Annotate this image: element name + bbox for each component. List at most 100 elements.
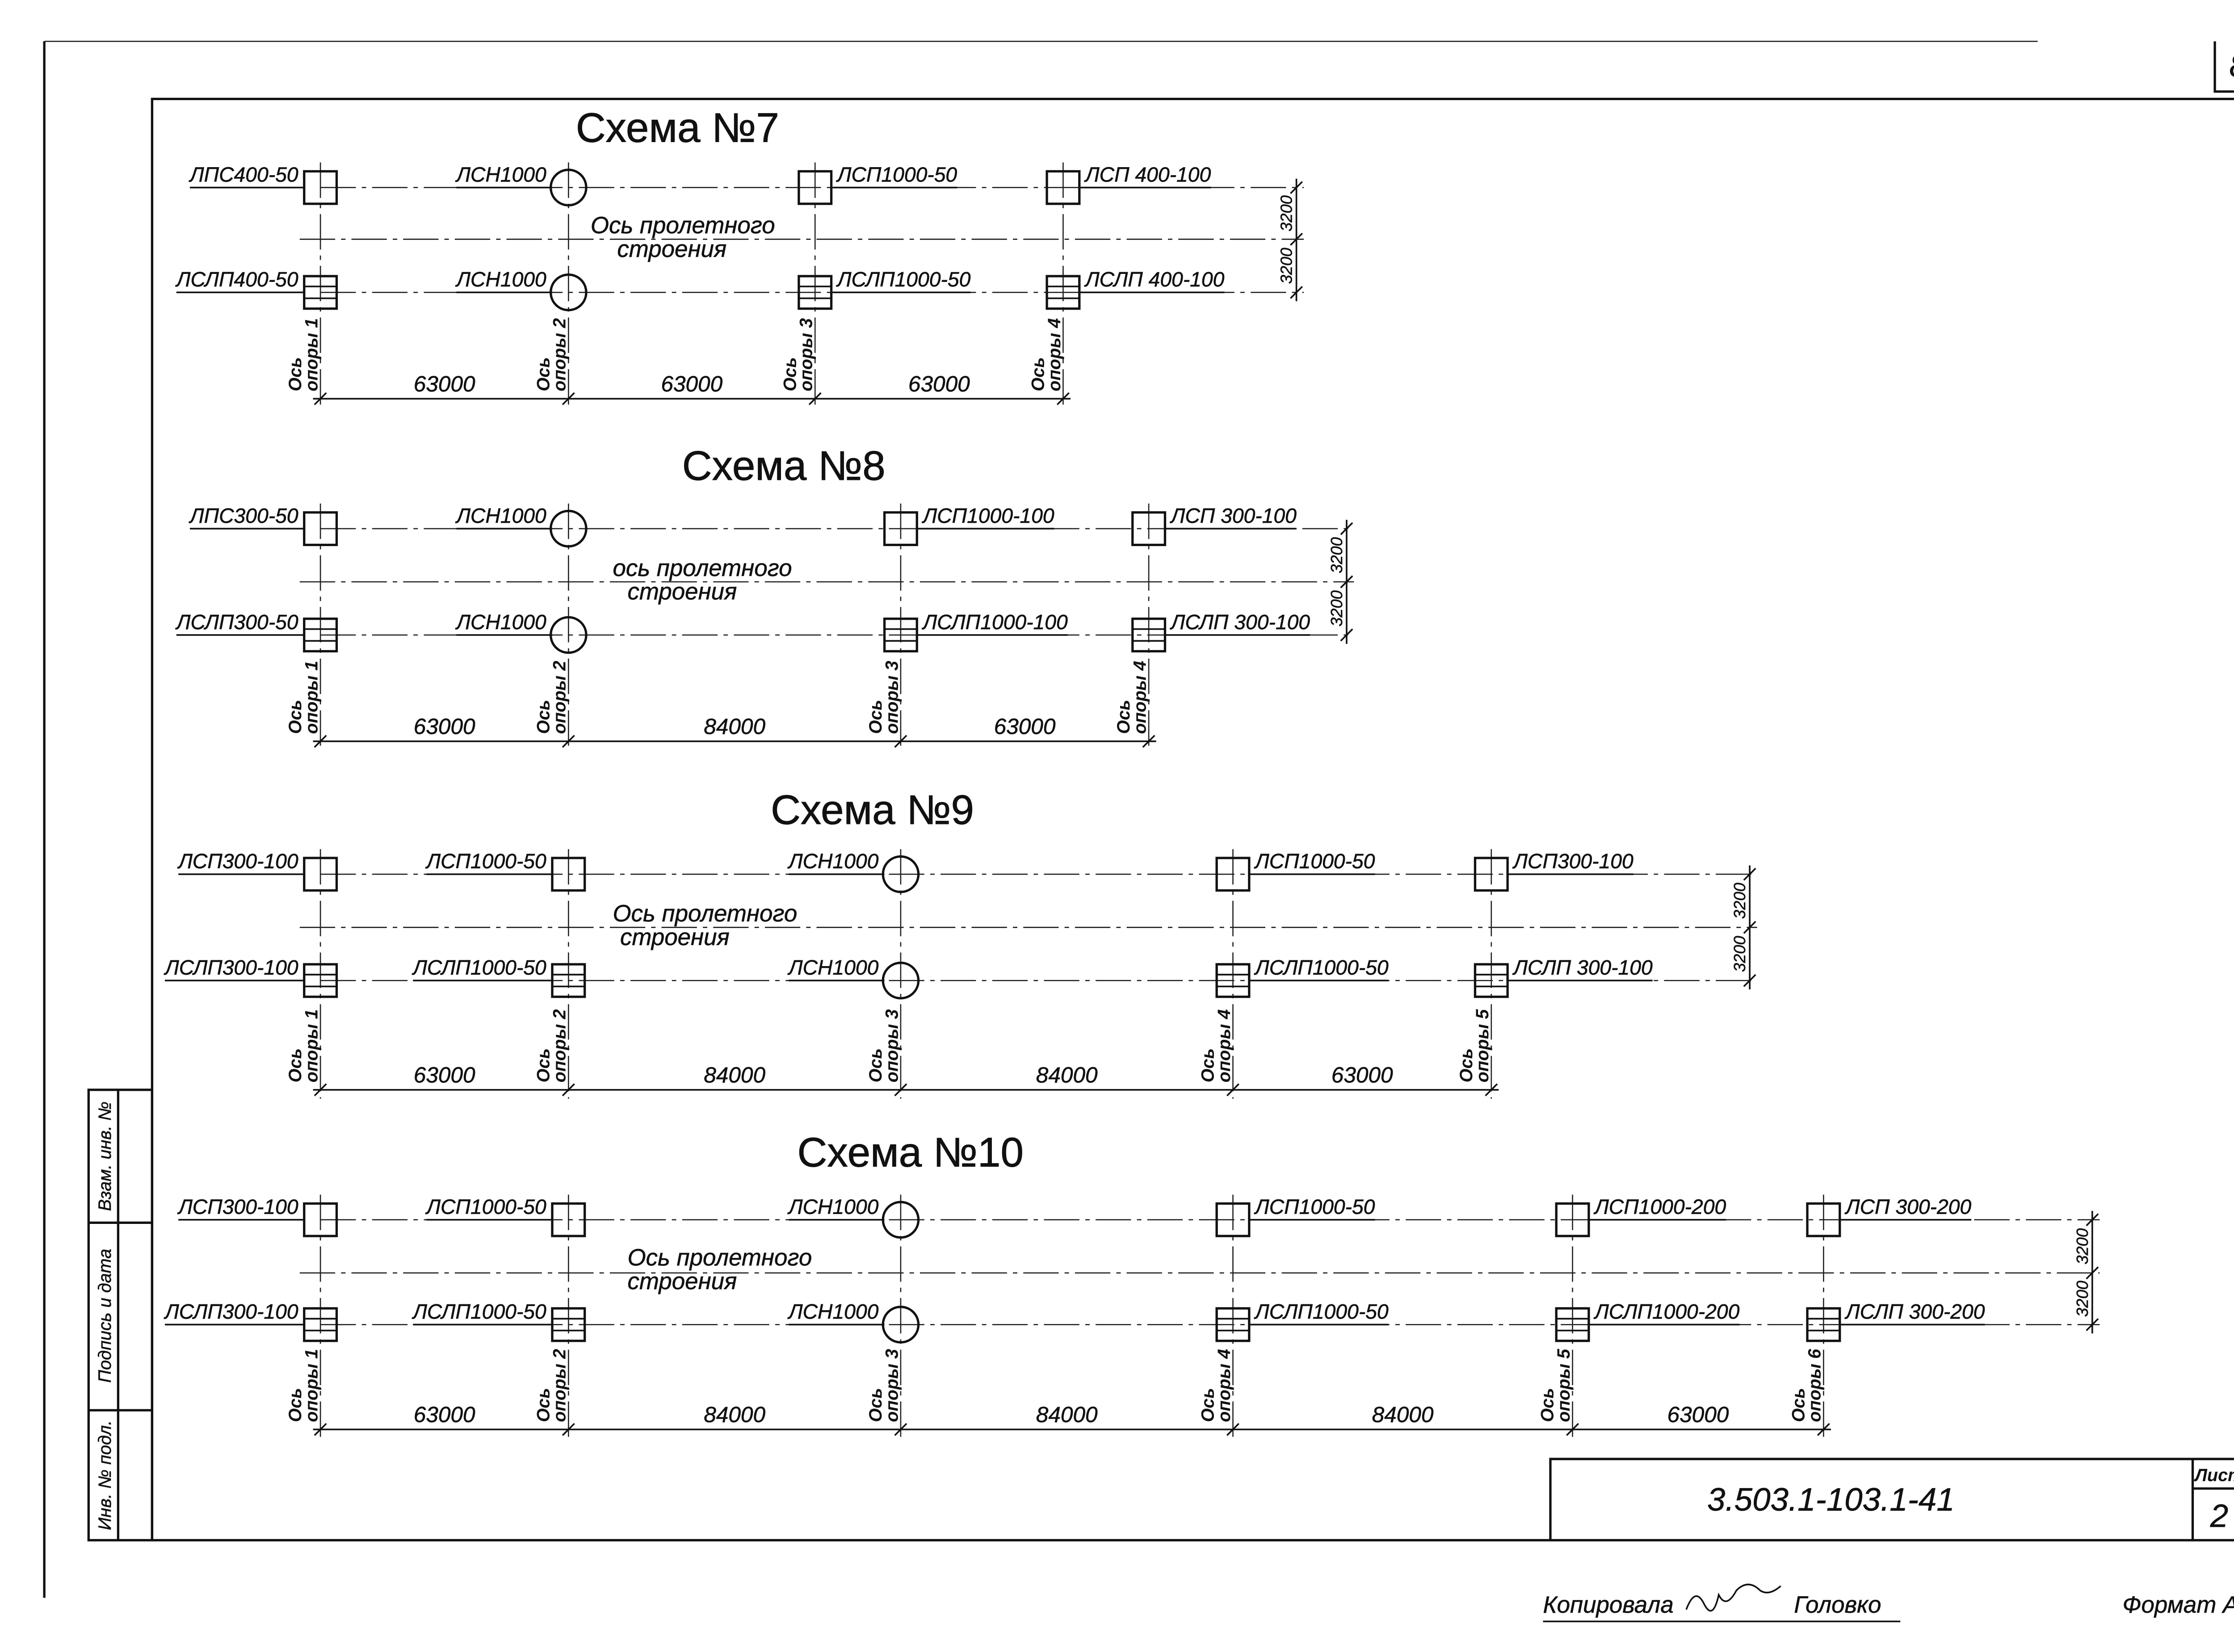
dimension-tick xyxy=(1056,392,1070,405)
span-dimension-label: 63000 xyxy=(414,1402,475,1427)
span-dimension-label: 84000 xyxy=(704,1402,765,1427)
bearing-label: ЛСН1000 xyxy=(787,956,879,979)
dimension-tick xyxy=(1743,974,1756,987)
drawing-frame xyxy=(151,97,2234,1542)
span-dimension-label: 84000 xyxy=(1372,1402,1434,1427)
span-dimension-label: 84000 xyxy=(1036,1062,1098,1087)
support-name: опоры 1 xyxy=(302,1009,322,1083)
support-name: опоры 4 xyxy=(1214,1009,1234,1083)
bearing-label: ЛСН1000 xyxy=(787,1195,879,1218)
bearing-label: ЛСЛП300-100 xyxy=(164,1300,298,1323)
span-axis-label: строения xyxy=(620,924,730,950)
bearing-label: ЛСН1000 xyxy=(455,610,546,634)
span-dimension-label: 63000 xyxy=(1331,1062,1393,1087)
dimension-tick xyxy=(1340,628,1353,642)
support-axis-word: Ось xyxy=(533,357,553,391)
dimension-tick xyxy=(562,1083,575,1097)
bearing-label: ЛСП1000-50 xyxy=(1254,849,1375,873)
support-name: опоры 3 xyxy=(882,1009,902,1083)
stamp-signature-date: Подпись и дата xyxy=(95,1249,115,1383)
scheme-title: Схема №7 xyxy=(576,104,779,151)
dimension-tick xyxy=(894,1083,907,1097)
bearing-label: ЛСЛП 300-200 xyxy=(1844,1300,1985,1323)
support-name: опоры 2 xyxy=(550,1349,570,1422)
support-axis-word: Ось xyxy=(286,1388,305,1422)
offset-dimension-label: 3200 xyxy=(1327,590,1346,626)
dimension-tick xyxy=(562,1423,575,1436)
support-axis-word: Ось xyxy=(866,1388,886,1422)
dimension-tick xyxy=(1226,1083,1239,1097)
dimension-tick xyxy=(562,735,575,748)
offset-dimension-label: 3200 xyxy=(1327,537,1346,573)
support-name: опоры 3 xyxy=(797,318,816,391)
dimension-tick xyxy=(314,735,327,748)
support-axis-word: Ось xyxy=(1789,1388,1808,1422)
offset-dimension-label: 3200 xyxy=(1277,195,1296,231)
page-number-box xyxy=(2213,41,2234,93)
bearing-label: ЛСЛП1000-100 xyxy=(921,610,1068,634)
bearing-label: ЛСН1000 xyxy=(787,1300,879,1323)
offset-dimension-label: 3200 xyxy=(2073,1228,2091,1265)
span-dimension-label: 63000 xyxy=(661,371,722,396)
support-name: опоры 1 xyxy=(302,318,322,391)
dimension-tick xyxy=(2086,1266,2099,1280)
bearing-label: ЛСН1000 xyxy=(455,268,546,291)
support-axis-word: Ось xyxy=(780,357,800,391)
dimension-tick xyxy=(1290,286,1303,299)
dimension-tick xyxy=(1485,1083,1498,1097)
scheme-title: Схема №9 xyxy=(771,786,974,833)
bearing-label: ЛСЛП1000-50 xyxy=(1254,1300,1389,1323)
dimension-tick xyxy=(808,392,822,405)
bearing-label: ЛСП 300-200 xyxy=(1844,1195,1971,1218)
support-name: опоры 1 xyxy=(302,1349,322,1422)
bearing-label: ЛПС400-50 xyxy=(189,163,298,186)
paper-format: Формат А3 xyxy=(2122,1592,2234,1618)
span-axis-label: строения xyxy=(628,1268,737,1295)
stamp-inv-original: Инв. № подл. xyxy=(95,1420,115,1530)
support-axis-word: Ось xyxy=(1457,1048,1476,1082)
approval-stamp: Инв. № подл. Подпись и дата Взам. инв. № xyxy=(87,1089,154,1542)
support-name: опоры 5 xyxy=(1473,1009,1492,1083)
bearing-label: ЛПС300-50 xyxy=(189,504,298,527)
span-dimension-label: 63000 xyxy=(1667,1402,1729,1427)
support-name: опоры 2 xyxy=(550,661,570,734)
dimension-tick xyxy=(2086,1318,2099,1331)
span-axis-label: Ось пролетного xyxy=(628,1244,812,1271)
dimension-tick xyxy=(1226,1423,1239,1436)
support-name: опоры 3 xyxy=(882,661,902,734)
bearing-label: ЛСП1000-50 xyxy=(425,1195,546,1218)
span-dimension-label: 63000 xyxy=(414,714,475,739)
support-name: опоры 4 xyxy=(1214,1349,1234,1422)
support-name: опоры 2 xyxy=(550,1009,570,1083)
bearing-label: ЛСП1000-100 xyxy=(921,504,1054,527)
dimension-tick xyxy=(314,392,327,405)
support-name: опоры 3 xyxy=(882,1349,902,1422)
offset-dimension-label: 3200 xyxy=(2073,1281,2091,1317)
dimension-tick xyxy=(562,392,575,405)
bearing-label: ЛСЛП1000-50 xyxy=(412,956,546,979)
bearing-label: ЛСЛП400-50 xyxy=(175,268,298,291)
dimension-tick xyxy=(1340,575,1353,588)
bearing-label: ЛСЛП1000-50 xyxy=(1254,956,1389,979)
support-axis-word: Ось xyxy=(1538,1388,1558,1422)
dimension-tick xyxy=(2086,1213,2099,1227)
support-name: опоры 1 xyxy=(302,661,322,734)
support-axis-word: Ось xyxy=(1198,1048,1218,1082)
bearing-label: ЛСЛП 300-100 xyxy=(1512,956,1653,979)
dimension-tick xyxy=(1340,522,1353,535)
bearing-label: ЛСЛП 400-100 xyxy=(1084,268,1225,291)
